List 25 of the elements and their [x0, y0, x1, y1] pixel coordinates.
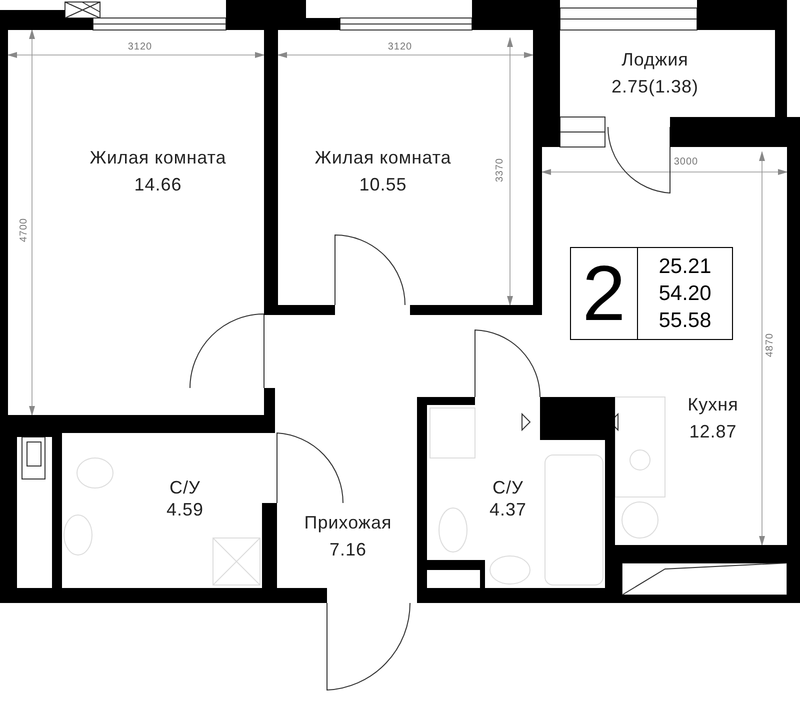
room-label: 14.66: [134, 174, 182, 196]
room-label: Жилая комната: [90, 148, 226, 168]
dimension-label: 4870: [764, 330, 776, 360]
room-label: 10.55: [359, 174, 407, 196]
room-label: Прихожая: [304, 512, 392, 534]
dimension-label: 3120: [126, 42, 154, 52]
apartment-info-box: [570, 247, 733, 340]
room-label: С/У: [170, 478, 200, 498]
room-label: 12.87: [689, 422, 737, 442]
room-label: 4.59: [166, 500, 204, 520]
room-label: 7.16: [329, 540, 367, 560]
area-value: 25.21: [658, 254, 712, 280]
room-count: 2: [571, 248, 638, 339]
dimension-label: 3000: [672, 156, 700, 168]
room-label: 4.37: [489, 500, 527, 520]
room-label: 2.75(1.38): [611, 76, 699, 98]
area-value: 55.58: [658, 308, 712, 334]
room-label: Лоджия: [622, 50, 688, 70]
area-value: 54.20: [658, 281, 712, 307]
room-label: Кухня: [688, 394, 738, 416]
room-label: С/У: [492, 478, 524, 498]
dimension-label: 4700: [18, 216, 30, 244]
dimension-label: 3370: [494, 156, 506, 184]
room-label: Жилая комната: [314, 148, 452, 168]
dimension-label: 3120: [386, 42, 414, 52]
